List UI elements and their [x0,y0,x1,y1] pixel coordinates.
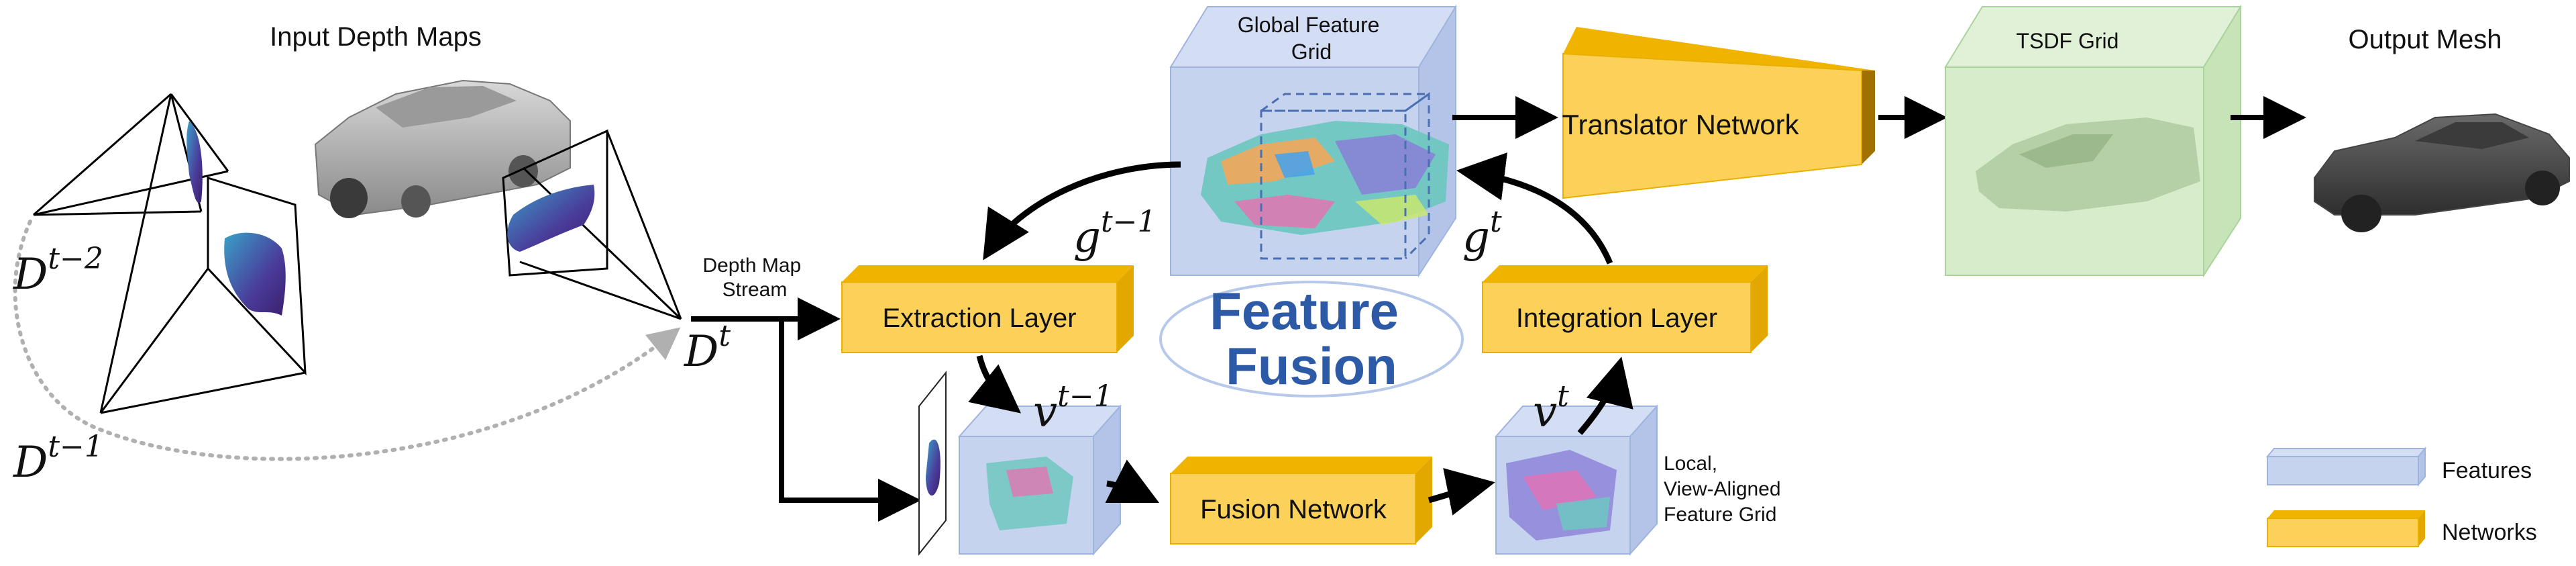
arrow-local-to-fusion [1105,459,1160,504]
label-g-t: gt [1462,205,1502,263]
label-D-t-2: Dt−2 [13,242,103,299]
arrow-fusion-to-local [1428,468,1495,516]
local-grid-label: Local, View-Aligned Feature Grid [1664,453,1786,526]
label-D-t: Dt [684,319,731,377]
legend-networks: Networks [2267,510,2537,547]
camera-frustum-icon [502,129,682,320]
fusion-network-label: Fusion Network [1200,495,1387,524]
integration-layer-label: Integration Layer [1516,303,1717,333]
label-D-t-1: Dt−1 [13,430,103,487]
tsdf-grid-label: TSDF Grid [2017,29,2119,53]
arrow-global-to-extraction [983,161,1181,261]
extraction-layer-block: Extraction Layer [841,265,1134,353]
feature-fusion-label: Feature Fusion [1210,281,1413,395]
arrow-integration-to-global [1456,152,1613,265]
label-v-t: vt [1533,379,1569,437]
depth-map-stream-label: Depth Map Stream [702,254,806,301]
camera-trajectory-path [13,220,681,461]
depth-map-icon [186,121,203,203]
stream-arrows [691,297,921,522]
depth-map-icon [926,439,941,496]
depth-map-icon [507,185,595,252]
extraction-layer-label: Extraction Layer [882,303,1076,333]
legend-features: Features [2265,446,2532,487]
car-mesh-icon [2314,113,2570,232]
translator-network-label: Translator Network [1562,109,1799,140]
arrow-extraction-to-local [968,355,1022,414]
arrow-local-to-integration [1577,357,1633,435]
legend-features-label: Features [2442,458,2532,483]
translator-network-block: Translator Network [1562,27,1875,199]
tsdf-grid-cube [1944,4,2242,278]
legend: Features Networks [2265,446,2537,547]
voxel-cluster-icon [1201,92,1449,260]
camera-frustum-icon [99,93,307,414]
input-depth-maps-title: Input Depth Maps [270,22,482,52]
car-mesh-icon [314,79,571,218]
global-feature-grid-label: Global Feature Grid [1238,13,1386,64]
depth-map-icon [224,232,286,316]
integration-layer-block: Integration Layer [1482,265,1768,353]
fusion-network-block: Fusion Network [1170,457,1432,545]
local-grid-prev-cube [918,371,1122,556]
label-g-t-1: gt−1 [1073,205,1157,263]
cycle-arrow-icon [1159,281,1464,397]
label-v-t-1: vt−1 [1033,379,1113,437]
output-mesh-title: Output Mesh [2348,25,2502,54]
local-grid-curr-cube [1494,404,1659,556]
legend-networks-label: Networks [2442,520,2537,545]
